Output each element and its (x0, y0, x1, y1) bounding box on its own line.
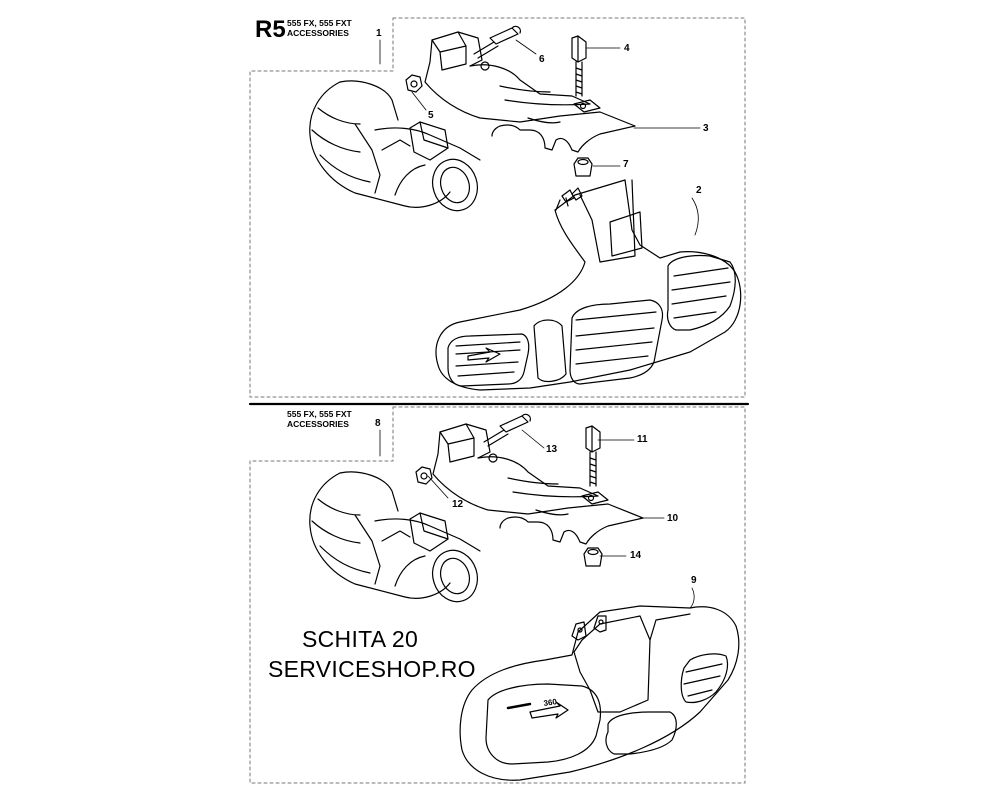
callout-5: 5 (428, 110, 434, 121)
watermark-line-1: SCHITA 20 (302, 626, 419, 652)
panel-1-leaders (379, 39, 701, 236)
knob-bolt-11 (585, 425, 601, 487)
panel-1-heading: ACCESSORIES (287, 27, 349, 38)
shaft-clamp-assembly-1 (309, 80, 481, 212)
callout-10: 10 (667, 513, 679, 524)
callout-1: 1 (376, 28, 382, 39)
callout-6: 6 (539, 54, 545, 65)
callout-3: 3 (703, 123, 709, 134)
callout-11: 11 (637, 434, 648, 445)
holder-bracket-3 (424, 31, 636, 153)
panel-2-model-line: 555 FX, 555 FXT (287, 409, 352, 419)
trimmer-guard-2 (435, 179, 742, 391)
panel-2-heading: ACCESSORIES (287, 418, 349, 429)
callout-14: 14 (630, 550, 642, 561)
shaft-clamp-assembly-8 (309, 471, 481, 603)
holder-bracket-10 (432, 423, 644, 545)
panel-2-frame (249, 406, 746, 784)
trimmer-guard-9: 360 (459, 605, 740, 781)
guard-model-marking: 360 (543, 697, 558, 708)
panel-2-header: 555 FX, 555 FXT ACCESSORIES (287, 409, 352, 429)
callout-9: 9 (691, 575, 697, 586)
nut-12 (415, 466, 433, 485)
section-code: R5 (255, 16, 286, 43)
screw-13 (483, 413, 531, 447)
nut-7 (573, 157, 593, 177)
nut-14 (583, 547, 603, 567)
watermark-line-2: SERVICESHOP.RO (268, 656, 476, 682)
callout-2: 2 (696, 185, 702, 196)
callout-7: 7 (623, 159, 629, 170)
panel-1-header: 555 FX, 555 FXT ACCESSORIES (287, 18, 352, 38)
callout-12: 12 (452, 499, 464, 510)
screw-6 (473, 25, 521, 59)
panel-1-model-line: 555 FX, 555 FXT (287, 18, 352, 28)
nut-5 (405, 74, 423, 93)
callout-4: 4 (624, 43, 630, 54)
callout-13: 13 (546, 444, 558, 455)
callout-8: 8 (375, 418, 381, 429)
panel-1-frame (249, 17, 746, 398)
knob-bolt-4 (571, 35, 587, 97)
panel-2-leaders (379, 429, 695, 609)
